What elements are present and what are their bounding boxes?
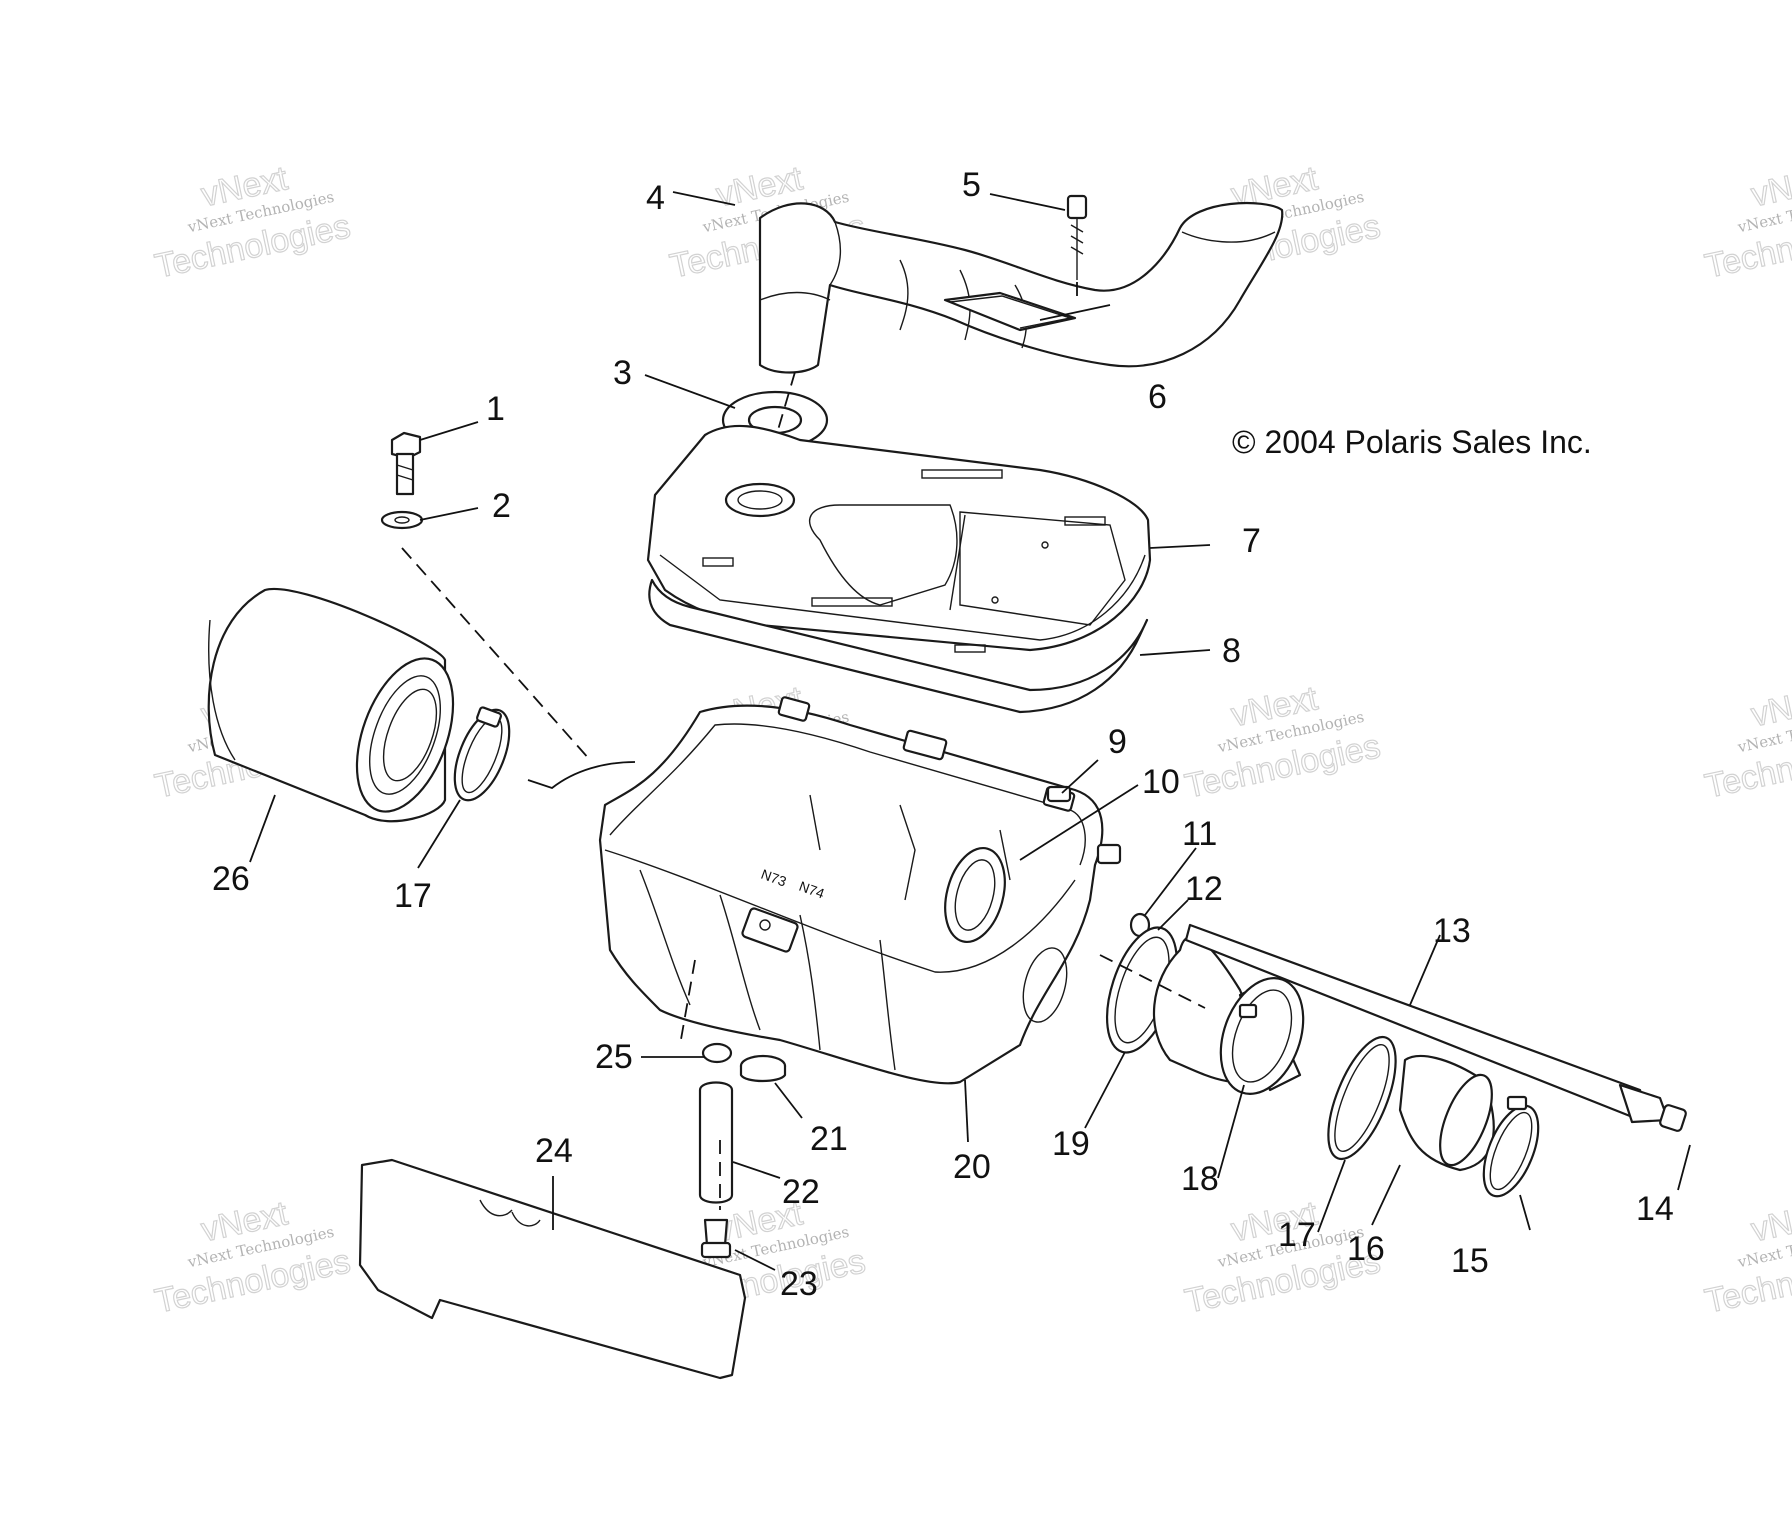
copyright-notice: © 2004 Polaris Sales Inc. bbox=[1232, 424, 1592, 460]
callout-15: 15 bbox=[1451, 1242, 1489, 1280]
callout-19: 19 bbox=[1052, 1125, 1090, 1163]
part-23-valve bbox=[700, 1218, 732, 1259]
part-26-air-filter bbox=[207, 587, 455, 823]
callout-12: 12 bbox=[1185, 870, 1223, 908]
callout-13: 13 bbox=[1433, 912, 1471, 950]
part-2-washer bbox=[380, 510, 424, 530]
callout-17a: 17 bbox=[394, 877, 432, 915]
callout-6: 6 bbox=[1148, 378, 1167, 416]
part-21-grommet bbox=[739, 1054, 787, 1083]
callout-25: 25 bbox=[595, 1038, 633, 1076]
svg-text:vNext: vNext bbox=[1748, 679, 1792, 734]
svg-text:vNext: vNext bbox=[1748, 159, 1792, 214]
callout-18: 18 bbox=[1181, 1160, 1219, 1198]
leader-lines bbox=[249, 191, 1691, 1271]
callout-8: 8 bbox=[1222, 632, 1241, 670]
part-11-fitting bbox=[1096, 843, 1151, 938]
part-17-clamp-right bbox=[1327, 1035, 1397, 1161]
part-20-airbox: N73 N74 bbox=[598, 696, 1104, 1085]
part-8-seal bbox=[648, 578, 1149, 714]
svg-text:vNext: vNext bbox=[1748, 1194, 1792, 1249]
callout-26: 26 bbox=[212, 860, 250, 898]
callout-16: 16 bbox=[1347, 1230, 1385, 1268]
callout-23: 23 bbox=[780, 1265, 818, 1303]
callout-14: 14 bbox=[1636, 1190, 1674, 1228]
part-17-clamp-left bbox=[453, 706, 511, 802]
part-22-drain-tube bbox=[698, 1081, 734, 1204]
part-4-intake-duct bbox=[758, 202, 1284, 374]
part-6-decal bbox=[943, 291, 1077, 332]
part-24-heat-shield bbox=[358, 1158, 747, 1380]
callout-2: 2 bbox=[492, 487, 511, 525]
part-15-clamp bbox=[1482, 1095, 1540, 1198]
watermark: vNext vNext Technologies Technologies bbox=[1701, 1194, 1792, 1322]
callout-7: 7 bbox=[1242, 522, 1261, 560]
callout-layer: 1 2 3 4 5 6 7 8 9 10 11 12 13 14 15 16 1… bbox=[212, 166, 1674, 1303]
watermark: vNext vNext Technologies Technologies bbox=[1701, 679, 1792, 807]
part-1-bolt bbox=[390, 431, 422, 496]
part-5-screw bbox=[1066, 194, 1088, 280]
callout-4: 4 bbox=[646, 179, 665, 217]
callout-10: 10 bbox=[1142, 763, 1180, 801]
callout-17b: 17 bbox=[1278, 1216, 1316, 1254]
part-25-clamp bbox=[701, 1042, 733, 1064]
callout-22: 22 bbox=[782, 1173, 820, 1211]
callout-3: 3 bbox=[613, 354, 632, 392]
callout-11: 11 bbox=[1182, 815, 1217, 853]
part-13-breather-tube bbox=[1184, 923, 1670, 1124]
part-14-cap bbox=[1659, 1104, 1687, 1132]
callout-9: 9 bbox=[1108, 723, 1127, 761]
part-16-boot bbox=[1398, 1055, 1495, 1172]
callout-1: 1 bbox=[486, 390, 505, 428]
watermark: vNext vNext Technologies Technologies bbox=[151, 159, 354, 287]
callout-24: 24 bbox=[535, 1132, 573, 1170]
callout-21: 21 bbox=[810, 1120, 848, 1158]
watermark: vNext vNext Technologies Technologies bbox=[151, 1194, 354, 1322]
watermark: vNext vNext Technologies Technologies bbox=[1701, 159, 1792, 287]
part-18-intake-boot bbox=[1152, 935, 1305, 1095]
callout-20: 20 bbox=[953, 1148, 991, 1186]
watermark: vNext vNext Technologies Technologies bbox=[1181, 679, 1384, 807]
callout-5: 5 bbox=[962, 166, 981, 204]
